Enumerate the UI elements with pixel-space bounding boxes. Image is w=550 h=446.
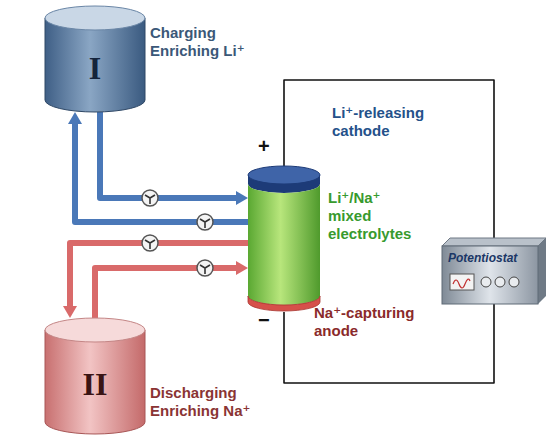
arrow-head — [236, 261, 248, 275]
circuit-wire — [284, 304, 494, 383]
part-label: Discharging Enriching Na⁺ — [150, 384, 275, 420]
flow-pipe — [100, 112, 248, 205]
flow-pipe — [63, 243, 248, 318]
part-label: Charging Enriching Li⁺ — [150, 24, 275, 60]
polarity-sign: − — [258, 310, 270, 330]
shape-outline — [248, 175, 320, 305]
tank-numeral: I — [45, 51, 145, 85]
arrow-head — [236, 191, 248, 205]
part-label: Potentiostat — [448, 251, 534, 265]
storage-tank: ICharging Enriching Li⁺ — [45, 6, 145, 112]
shape-outline — [442, 238, 546, 304]
connector-line — [100, 112, 238, 198]
cathode-cap: Li⁺-releasing cathode — [248, 166, 320, 193]
pump-symbol — [142, 235, 158, 251]
part-label: Li⁺/Na⁺ mixed electrolytes — [328, 189, 428, 243]
polarity-sign: + — [258, 136, 270, 156]
connector-line — [95, 268, 238, 318]
connector-line — [284, 304, 494, 383]
pump-symbol — [142, 190, 158, 206]
potentiostat-box: Potentiostat — [442, 238, 546, 304]
pump-symbol — [197, 214, 213, 230]
cell-body: Li⁺/Na⁺ mixed electrolytes — [248, 175, 320, 305]
flow-pipe — [68, 112, 248, 222]
pump-symbol — [197, 260, 213, 276]
shape-outline — [248, 166, 320, 193]
flow-pipe — [95, 261, 248, 318]
part-label: Li⁺-releasing cathode — [332, 104, 452, 140]
tank-numeral: II — [45, 367, 145, 401]
arrow-head — [63, 306, 77, 318]
part-label: Na⁺-capturing anode — [314, 304, 444, 340]
storage-tank: IIDischarging Enriching Na⁺ — [45, 318, 145, 434]
arrow-head — [68, 112, 82, 124]
